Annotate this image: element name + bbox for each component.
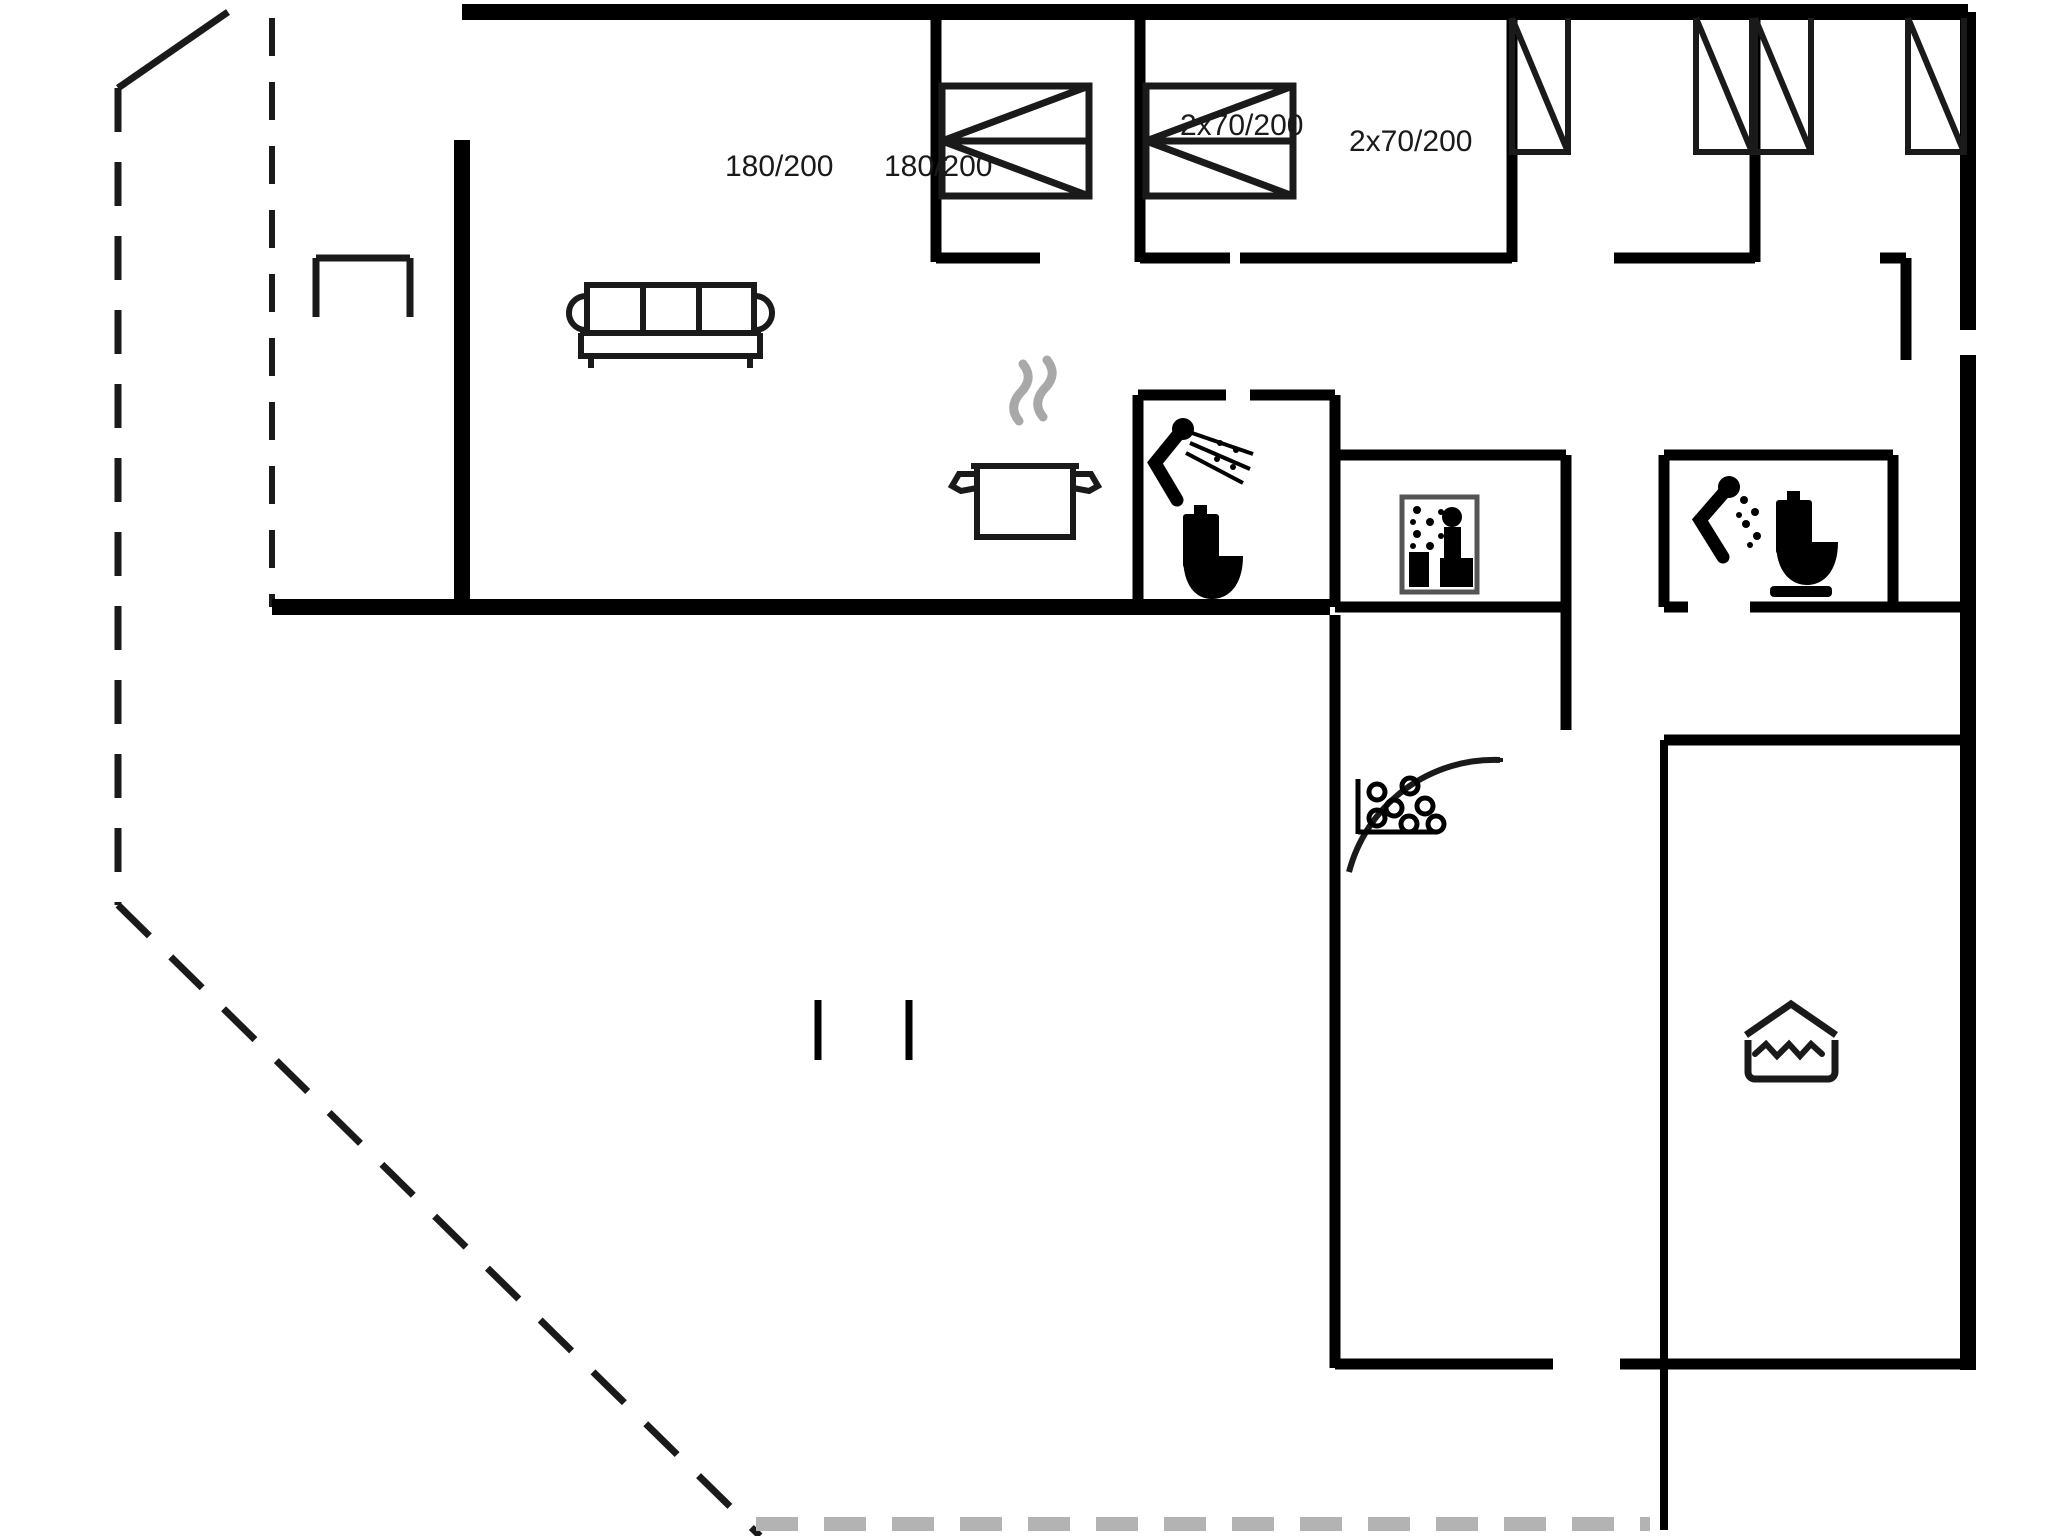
billiard-table-icon (1355, 775, 1447, 835)
bed-dimension-label-1: 180/200 (725, 150, 834, 183)
shower-toilet-icon-1 (1147, 418, 1254, 611)
entrance-niche (312, 254, 414, 317)
bunk-dimension-label-2: 2x70/200 (1349, 125, 1473, 158)
bunk-bed-symbol-3 (1752, 16, 1814, 155)
shower-toilet-icon-2 (1691, 476, 1838, 597)
activity-room-walls (1329, 615, 1968, 1370)
bedroom-bottom-walls (936, 252, 1912, 360)
terrace-post-marks (814, 1000, 913, 1060)
double-bed-symbol-2 (1142, 82, 1297, 200)
double-bed-symbol-1 (938, 82, 1093, 200)
terrace-inner-dashed-line (269, 18, 452, 610)
exterior-walls (272, 4, 1976, 1370)
terrace-outline (114, 9, 763, 1536)
bathroom-1-walls (1132, 389, 1341, 607)
bed-dimension-label-2: 180/200 (884, 150, 993, 183)
bunk-bed-symbol-2 (1693, 16, 1755, 155)
sofa-icon (566, 282, 775, 368)
bunk-dimension-label-1: 2x70/200 (1180, 109, 1304, 142)
cooking-pot-icon (947, 355, 1103, 540)
bunk-bed-symbol-1 (1509, 16, 1571, 155)
bunk-bed-symbol-4 (1905, 16, 1967, 155)
wall-stubs (1132, 607, 1572, 700)
sauna-icon (1399, 494, 1480, 595)
bathroom-2-walls (1658, 449, 1968, 613)
indoor-pool-icon (1744, 999, 1839, 1083)
sauna-walls (1335, 449, 1572, 730)
